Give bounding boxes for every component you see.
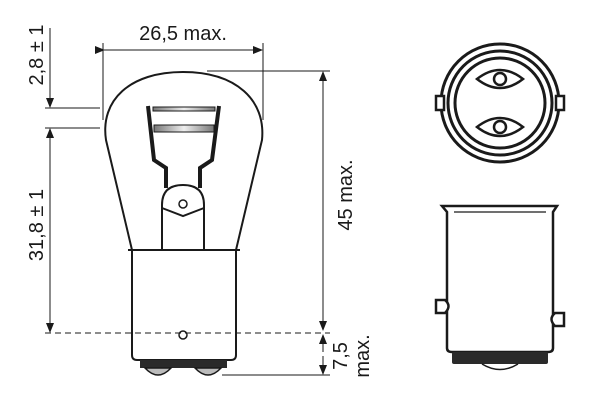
filament-2 xyxy=(153,124,215,133)
bayonet-pin xyxy=(178,330,188,340)
bulb-bottom-view xyxy=(434,42,566,164)
base-side-view xyxy=(434,204,566,371)
contact-eye-icon-bottom xyxy=(474,116,526,138)
contact-height-unit: max. xyxy=(352,334,374,377)
contact-height-value: 7,5 xyxy=(330,342,352,370)
top-offset-label: 2,8 ± 1 xyxy=(26,24,48,85)
contact-2 xyxy=(193,367,223,376)
pin-height-label: 31,8 ± 1 xyxy=(26,189,48,261)
dimension-lines xyxy=(45,28,330,376)
filament-1 xyxy=(152,106,216,112)
height-label: 45 max. xyxy=(335,159,357,230)
contact-eye-icon-top xyxy=(474,68,526,90)
bulb-side-view xyxy=(104,70,264,376)
width-label: 26,5 max. xyxy=(139,23,227,45)
contact-1 xyxy=(143,367,173,376)
base-rim xyxy=(140,360,227,368)
